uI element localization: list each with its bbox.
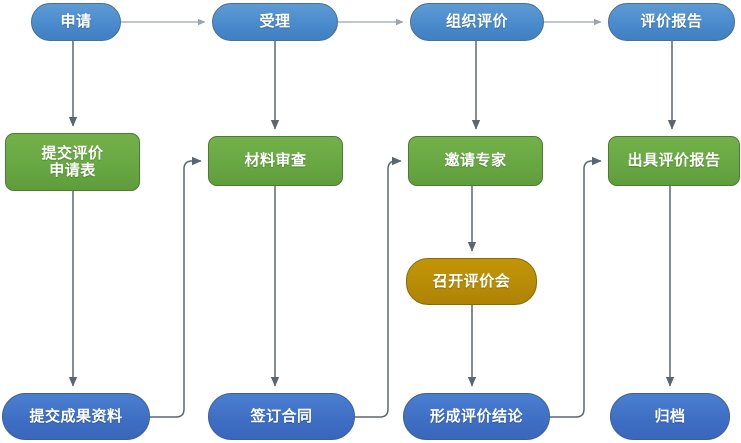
connector-n10-to-n6 bbox=[150, 156, 202, 418]
connector-n12-to-n8 bbox=[550, 156, 602, 418]
node-label: 申请 bbox=[60, 13, 92, 31]
node-action-n8[interactable]: 出具评价报告 bbox=[608, 136, 740, 186]
node-label: 归档 bbox=[654, 407, 686, 425]
node-action-n5[interactable]: 提交评价 申请表 bbox=[5, 133, 140, 191]
node-label: 形成评价结论 bbox=[429, 407, 523, 425]
node-output-n11[interactable]: 签订合同 bbox=[208, 393, 355, 440]
node-label: 材料审查 bbox=[244, 152, 307, 170]
node-label: 召开评价会 bbox=[432, 272, 511, 290]
node-stage-n3[interactable]: 组织评价 bbox=[410, 3, 544, 41]
node-label: 出具评价报告 bbox=[627, 152, 721, 170]
node-label: 提交成果资料 bbox=[29, 407, 123, 425]
node-action-n7[interactable]: 邀请专家 bbox=[408, 136, 543, 186]
node-output-n13[interactable]: 归档 bbox=[610, 393, 730, 440]
node-output-n10[interactable]: 提交成果资料 bbox=[2, 393, 150, 440]
node-stage-n1[interactable]: 申请 bbox=[31, 3, 121, 41]
node-label: 邀请专家 bbox=[444, 152, 507, 170]
node-output-n12[interactable]: 形成评价结论 bbox=[403, 393, 550, 440]
node-label: 受理 bbox=[259, 13, 291, 31]
node-stage-n2[interactable]: 受理 bbox=[212, 3, 338, 41]
node-label: 评价报告 bbox=[640, 13, 703, 31]
node-label: 提交评价 申请表 bbox=[41, 144, 104, 179]
node-label: 签订合同 bbox=[250, 407, 313, 425]
connector-n11-to-n7 bbox=[355, 156, 402, 418]
node-stage-n4[interactable]: 评价报告 bbox=[608, 3, 735, 41]
node-meeting-n9[interactable]: 召开评价会 bbox=[406, 258, 537, 305]
node-label: 组织评价 bbox=[445, 13, 508, 31]
node-action-n6[interactable]: 材料审查 bbox=[208, 136, 343, 186]
